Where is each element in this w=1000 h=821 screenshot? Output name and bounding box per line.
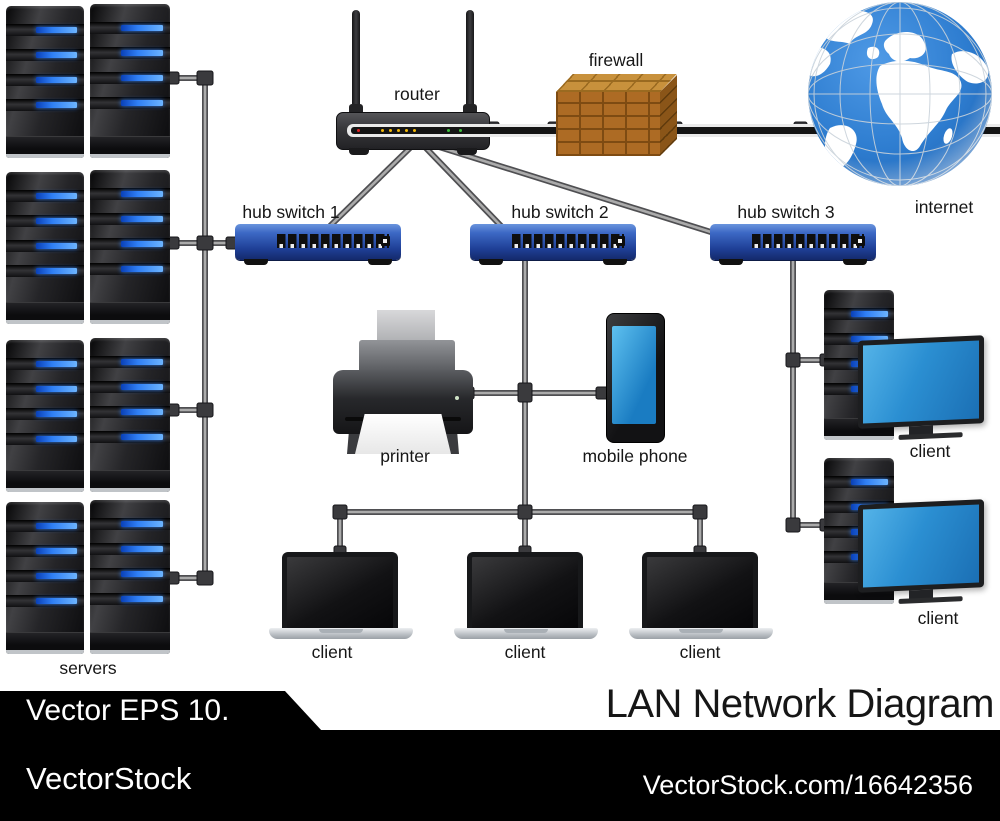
globe-icon bbox=[808, 2, 992, 186]
desktop-client-2-label: client bbox=[917, 608, 959, 628]
status-led-red bbox=[357, 129, 360, 132]
desktop-client-1-monitor bbox=[858, 335, 984, 429]
laptop-client-2-label: client bbox=[504, 642, 546, 662]
laptop-client-1-label: client bbox=[311, 642, 353, 662]
server-group-4 bbox=[6, 500, 176, 656]
hub-switch-3 bbox=[710, 224, 876, 265]
firewall-brick-wall bbox=[556, 92, 660, 156]
server-tower bbox=[6, 6, 84, 158]
firewall-label: firewall bbox=[588, 50, 644, 70]
server-tower bbox=[90, 338, 170, 492]
antenna-icon bbox=[466, 10, 474, 110]
ethernet-ports bbox=[277, 234, 389, 248]
server-group-2 bbox=[6, 170, 176, 326]
uplink-port bbox=[856, 236, 865, 246]
server-tower bbox=[6, 502, 84, 654]
phone-screen bbox=[612, 326, 656, 424]
vectorstock-logo: VectorStock bbox=[26, 761, 192, 796]
server-tower bbox=[6, 340, 84, 492]
antenna-icon bbox=[352, 10, 360, 110]
monitor-screen bbox=[863, 340, 979, 424]
server-tower bbox=[90, 500, 170, 654]
hub-switch-1-label: hub switch 1 bbox=[242, 202, 340, 222]
cable-outline bbox=[150, 75, 828, 581]
router-device bbox=[336, 112, 1000, 155]
hub-switch-2 bbox=[470, 224, 636, 265]
mobile-phone-device bbox=[606, 313, 665, 443]
uplink-port bbox=[381, 236, 390, 246]
mobile-phone-label: mobile phone bbox=[582, 446, 688, 466]
watermark-url: VectorStock.com/16642356 bbox=[642, 770, 973, 800]
printer-label: printer bbox=[380, 446, 430, 466]
uplink-port bbox=[616, 236, 625, 246]
server-tower bbox=[90, 170, 170, 324]
hub-switch-3-label: hub switch 3 bbox=[737, 202, 835, 222]
bottom-banner: VectorStock VectorStock.com/16642356 bbox=[0, 730, 1000, 821]
printed-page bbox=[355, 414, 451, 454]
cable-core bbox=[150, 76, 828, 580]
server-group-3 bbox=[6, 338, 176, 494]
desktop-client-1-label: client bbox=[909, 441, 951, 461]
server-tower bbox=[90, 4, 170, 158]
router-label: router bbox=[394, 84, 440, 104]
server-tower bbox=[6, 172, 84, 324]
status-led-green bbox=[447, 129, 450, 132]
desktop-client-2-monitor bbox=[858, 499, 984, 593]
cable-connectors bbox=[167, 70, 832, 586]
internet-label: internet bbox=[914, 197, 974, 217]
eps-badge: Vector EPS 10. bbox=[0, 691, 322, 731]
ethernet-ports bbox=[752, 234, 864, 248]
hub-switch-1 bbox=[235, 224, 401, 265]
server-group-1 bbox=[6, 4, 176, 160]
laptop-client-2 bbox=[467, 552, 583, 630]
led-strip bbox=[36, 27, 77, 33]
page-title: LAN Network Diagram bbox=[605, 682, 995, 726]
monitor-screen bbox=[863, 504, 979, 588]
firewall-brick-top bbox=[556, 74, 677, 92]
ethernet-ports bbox=[512, 234, 624, 248]
servers-label: servers bbox=[59, 658, 117, 678]
laptop-client-3-label: client bbox=[679, 642, 721, 662]
printer-device bbox=[333, 310, 473, 454]
laptop-client-3 bbox=[642, 552, 758, 630]
hub-switch-2-label: hub switch 2 bbox=[511, 202, 609, 222]
laptop-client-1 bbox=[282, 552, 398, 630]
